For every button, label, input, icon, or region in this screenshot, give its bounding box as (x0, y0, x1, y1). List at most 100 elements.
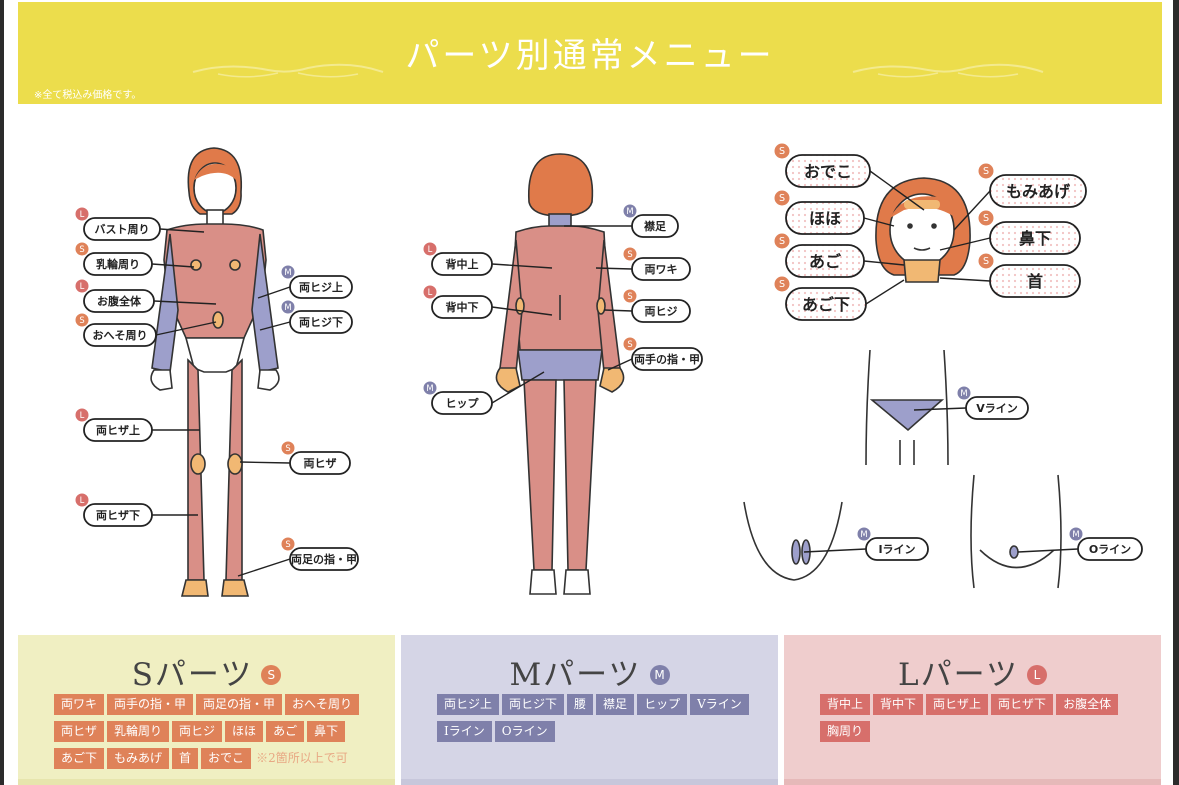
callout-line (491, 306, 553, 316)
size-badge-letter: L (428, 287, 433, 297)
callout-line (1017, 548, 1079, 553)
size-badge-letter: S (779, 236, 785, 247)
size-badge-icon (856, 526, 872, 542)
label-text: 両ヒジ (645, 305, 678, 318)
callout-line (239, 461, 291, 464)
label-text: 鼻下 (1019, 229, 1051, 248)
front-body-figure (150, 147, 280, 597)
callout-line (803, 548, 867, 553)
callout-line (151, 263, 195, 268)
callout-line (939, 237, 991, 251)
callout-line (953, 190, 991, 231)
size-badge-icon (1068, 526, 1084, 542)
tax-note: ※全て税込み価格です。 (34, 90, 142, 101)
callout-line (237, 558, 291, 577)
label-pill (83, 323, 157, 347)
label-text: あご下 (802, 295, 850, 314)
s-part-chip: 両ヒザ (54, 721, 105, 742)
vio-figures (743, 349, 1062, 589)
l-parts-title: Lパーツ (898, 657, 1019, 693)
label-text: 首 (1027, 272, 1043, 291)
l-badge-icon: L (1026, 665, 1047, 685)
callout-line (865, 279, 905, 305)
label-face-4: あご S (773, 232, 905, 278)
size-badge-icon (74, 206, 90, 222)
label-text: Iライン (878, 543, 915, 556)
size-badge-letter: L (80, 410, 85, 420)
label-front-6: 両ヒザ上 L (74, 407, 200, 442)
callout-line (863, 260, 905, 266)
size-badge-letter: S (285, 443, 290, 453)
label-pill (631, 257, 691, 281)
callout-line (607, 358, 633, 371)
label-pill (631, 299, 691, 323)
label-text: あご (809, 252, 841, 271)
label-text: 両ヒザ上 (96, 423, 140, 437)
callout-line (257, 286, 291, 299)
l-parts-list: 背中上背中下両ヒザ上両ヒザ下お腹全体胸周り (820, 693, 1151, 747)
right-ornament-icon (852, 63, 1044, 78)
l-part-chip: 両ヒザ上 (926, 694, 989, 715)
s-part-chip: ほほ (225, 721, 264, 742)
label-text: おでこ (804, 162, 852, 181)
size-badge-icon (74, 492, 90, 508)
s-part-chip: 両足の指・甲 (196, 694, 283, 715)
label-front-9: 両足の指・甲S (237, 536, 359, 577)
size-badge-icon (280, 536, 296, 552)
label-pill (289, 275, 353, 299)
s-badge-icon: S (261, 665, 282, 685)
size-badge-icon (977, 162, 995, 180)
label-pill (785, 287, 867, 321)
size-badge-icon (622, 246, 638, 262)
l-part-chip: お腹全体 (1056, 694, 1119, 715)
label-pill (83, 289, 155, 313)
size-badge-letter: S (983, 256, 989, 267)
size-badge-letter: L (80, 495, 85, 505)
size-badge-letter: M (626, 206, 633, 216)
label-pill (431, 252, 493, 276)
left-ornament-icon (192, 63, 384, 78)
label-front-7: 両ヒザ S (239, 440, 351, 475)
label-pill (1077, 537, 1143, 561)
label-pill (83, 252, 153, 276)
size-badge-icon (773, 189, 791, 207)
callout-line (159, 228, 205, 233)
label-text: お腹全体 (97, 294, 142, 308)
l-part-chip: 胸周り (820, 721, 871, 742)
m-part-chip: 腰 (567, 694, 594, 715)
m-part-chip: Vライン (690, 694, 749, 715)
callout-line (259, 321, 291, 331)
s-part-chip: おへそ周り (285, 694, 360, 715)
label-pill (989, 264, 1081, 298)
s-part-chip: 乳輪周り (107, 721, 170, 742)
l-part-chip: 背中上 (820, 694, 871, 715)
label-text: 両ヒザ (304, 457, 337, 470)
s-part-chip: 両ヒジ (172, 721, 223, 742)
label-face-5: 首S (939, 252, 1081, 298)
header-banner: パーツ別通常メニュー ※全て税込み価格です。 (18, 2, 1162, 104)
callout-line (863, 217, 895, 227)
size-badge-icon (956, 385, 972, 401)
size-badge-icon (422, 284, 438, 300)
size-badge-icon (622, 288, 638, 304)
callout-line (153, 300, 217, 305)
size-badge-icon (977, 209, 995, 227)
size-badge-letter: S (983, 213, 989, 224)
s-part-chip: 鼻下 (307, 721, 346, 742)
callout-line (491, 371, 545, 404)
label-pill (631, 214, 679, 238)
